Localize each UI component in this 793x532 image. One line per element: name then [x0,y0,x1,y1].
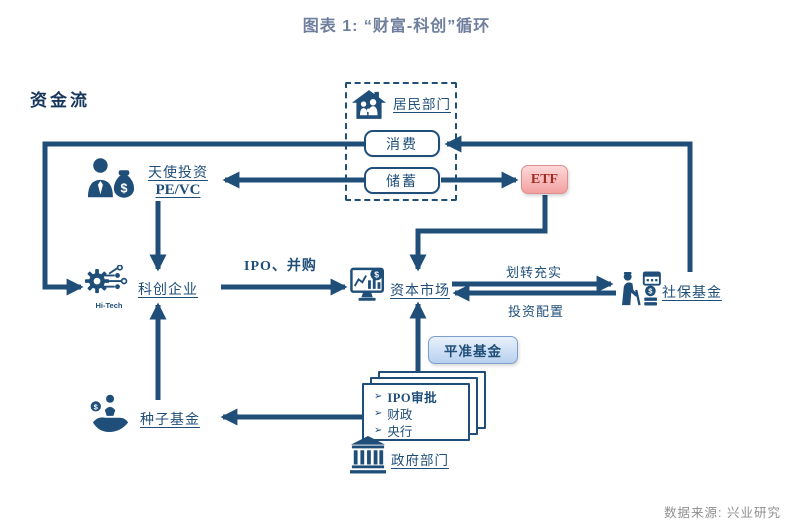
arrow-socialsecurity-to-consumption [444,135,693,272]
policy-item-ipo-approval: ➢ IPO审批 [374,391,438,405]
hitech-gear-circuit-icon [84,265,128,294]
arrow-etf-to-capitalmarket [409,195,548,272]
investor-moneybag-icon: $ [87,158,135,198]
svg-text:$: $ [121,181,128,195]
government-policy-stack: ➢ IPO审批 ➢ 财政 ➢ 央行 [362,371,488,443]
capital-flow-label: 资金流 [30,91,90,110]
arrow-bullet-icon: ➢ [374,425,383,436]
household-sector-box [345,82,457,201]
arrow-consumption-to-techfirms [42,141,364,296]
elderly-calendar-coins-icon: $ [622,271,661,306]
angel-label-line1: 天使投资 [148,166,208,181]
arrow-bullet-icon: ➢ [374,408,383,419]
savings-box: 储蓄 [364,167,440,194]
house-family-icon [351,90,387,119]
policy-item-central-bank: ➢ 央行 [374,425,413,439]
transfer-edge-label: 划转充实 [506,265,563,280]
capital-market-label: 资本市场 [390,284,450,299]
figure-title: 图表 1: “财富-科创”循环 [302,18,491,35]
hitech-icon-caption: Hi-Tech [95,301,123,310]
ipo-ma-edge-label: IPO、并购 [244,259,317,274]
etf-box: ETF [521,165,568,194]
svg-text:$: $ [648,287,653,296]
hand-sprout-coin-icon: $ [90,394,129,432]
seed-fund-label: 种子基金 [140,413,200,428]
arrow-bullet-icon: ➢ [374,391,383,402]
monitor-chart-coin-icon: $ [350,267,385,301]
tech-firms-label: 科创企业 [138,283,198,298]
consumption-box: 消费 [364,130,440,157]
bank-building-icon [350,436,386,474]
stabilization-fund-box: 平准基金 [428,336,518,364]
angel-label-line2: PE/VC [155,182,201,198]
allocation-edge-label: 投资配置 [508,304,565,319]
policy-sheet-front: ➢ IPO审批 ➢ 财政 ➢ 央行 [362,383,470,441]
svg-text:$: $ [374,269,379,279]
social-security-label: 社保基金 [662,286,722,301]
svg-text:$: $ [94,403,99,412]
government-label: 政府部门 [391,453,449,468]
data-source-note: 数据来源: 兴业研究 [664,506,781,520]
angel-investment-label: 天使投资 PE/VC [132,162,224,199]
policy-item-fiscal: ➢ 财政 [374,408,413,422]
household-label: 居民部门 [393,97,451,112]
